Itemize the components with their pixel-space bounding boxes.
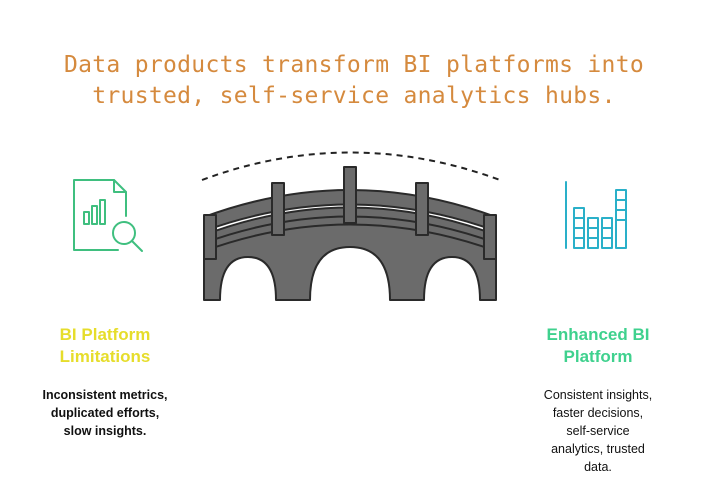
right-desc-line-5: data. bbox=[584, 460, 612, 474]
right-heading-line-1: Enhanced BI bbox=[546, 325, 650, 344]
left-heading-line-2: Limitations bbox=[59, 347, 151, 366]
title-line-1: Data products transform BI platforms int… bbox=[63, 52, 645, 78]
bridge-post-3 bbox=[343, 166, 357, 224]
left-desc-line-1: Inconsistent metrics, bbox=[42, 388, 168, 402]
left-desc-line-3: slow insights. bbox=[63, 424, 147, 438]
bridge-post-5 bbox=[483, 214, 497, 260]
bridge-icon bbox=[190, 135, 520, 310]
right-heading: Enhanced BI Platform bbox=[508, 324, 688, 368]
bridge-post-4 bbox=[415, 182, 429, 236]
right-desc-line-4: analytics, trusted bbox=[551, 442, 645, 456]
left-description: Inconsistent metrics, duplicated efforts… bbox=[20, 386, 190, 440]
page-title: Data products transform BI platforms int… bbox=[0, 50, 708, 112]
bridge-post-2 bbox=[271, 182, 285, 236]
left-heading: BI Platform Limitations bbox=[20, 324, 190, 368]
left-heading-line-1: BI Platform bbox=[59, 325, 151, 344]
document-chart-magnifier-icon bbox=[66, 176, 148, 259]
right-desc-line-1: Consistent insights, bbox=[543, 388, 653, 402]
stacked-bar-chart-icon bbox=[560, 180, 640, 259]
right-desc-line-3: self-service bbox=[566, 424, 630, 438]
right-desc-line-2: faster decisions, bbox=[552, 406, 644, 420]
right-heading-line-2: Platform bbox=[563, 347, 633, 366]
title-line-2: trusted, self-service analytics hubs. bbox=[92, 83, 616, 109]
left-desc-line-2: duplicated efforts, bbox=[50, 406, 160, 420]
right-description: Consistent insights, faster decisions, s… bbox=[508, 386, 688, 476]
bridge-post-1 bbox=[203, 214, 217, 260]
